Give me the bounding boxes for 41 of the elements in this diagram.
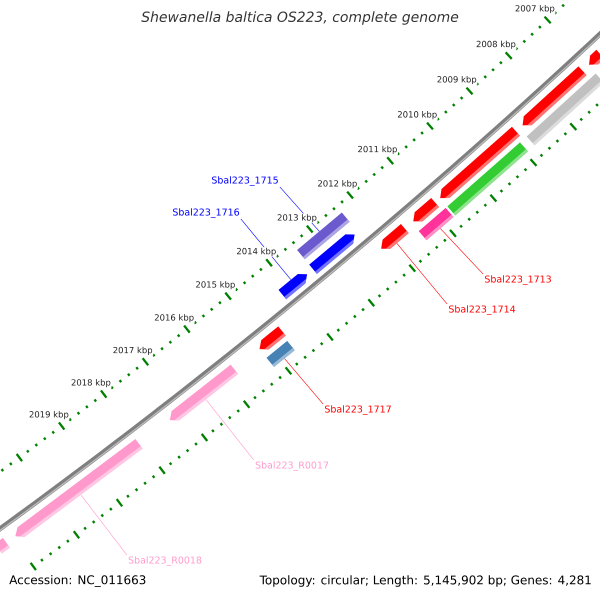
scale-label: 2008 kbp (475, 40, 516, 50)
scale-label: 2011 kbp (356, 145, 398, 154)
gene-block (278, 274, 308, 300)
genome-info-label: Topology: circular; Length: 5,145,902 bp; Genes: 4,281 (260, 575, 591, 587)
gene-block (309, 234, 355, 274)
gene-block (15, 439, 143, 537)
scale-label: 2018 kbp (70, 378, 112, 388)
scale-label: 2012 kbp (316, 179, 358, 189)
leader-line (206, 399, 254, 460)
gene-block (381, 224, 409, 249)
scale-label: 2010 kbp (396, 110, 438, 120)
scale-label: 2007 kbp (514, 4, 556, 14)
scale-label: 2009 kbp (436, 75, 478, 85)
gene-bar (0, 538, 10, 554)
gene-bar (418, 208, 454, 240)
scale-label: 2015 kbp (194, 280, 236, 290)
gene-label: Sbal223_1715 (212, 176, 278, 186)
gene-label: Sbal223_1713 (484, 275, 551, 285)
scale-label: 2017 kbp (112, 346, 154, 356)
gene-block (260, 326, 286, 350)
scale-label: 2014 kbp (236, 247, 277, 257)
accession-label: Accession: NC_011663 (9, 575, 146, 587)
gene-bar (266, 340, 295, 368)
gene-label: Sbal223_1714 (448, 305, 516, 315)
leader-line (440, 228, 484, 274)
gene-label: Sbal223_1716 (172, 208, 240, 218)
leader-line (396, 243, 448, 304)
gene-bar (526, 74, 600, 146)
gene-bar (447, 142, 528, 216)
gene-label: Sbal223_R0018 (128, 556, 202, 566)
gene-block (170, 364, 238, 421)
scale-label: 2016 kbp (154, 314, 195, 323)
gene-block (589, 50, 600, 65)
leader-line (284, 358, 324, 404)
scale-label: 2019 kbp (28, 410, 70, 420)
gene-block (413, 198, 440, 222)
gene-label: Sbal223_R0017 (256, 461, 328, 471)
leader-line (80, 495, 128, 556)
scale-label: 2013 kbp (276, 214, 318, 223)
title: Shewanella baltica OS223, complete genome (141, 11, 458, 25)
gene-label: Sbal223_1717 (324, 405, 391, 415)
